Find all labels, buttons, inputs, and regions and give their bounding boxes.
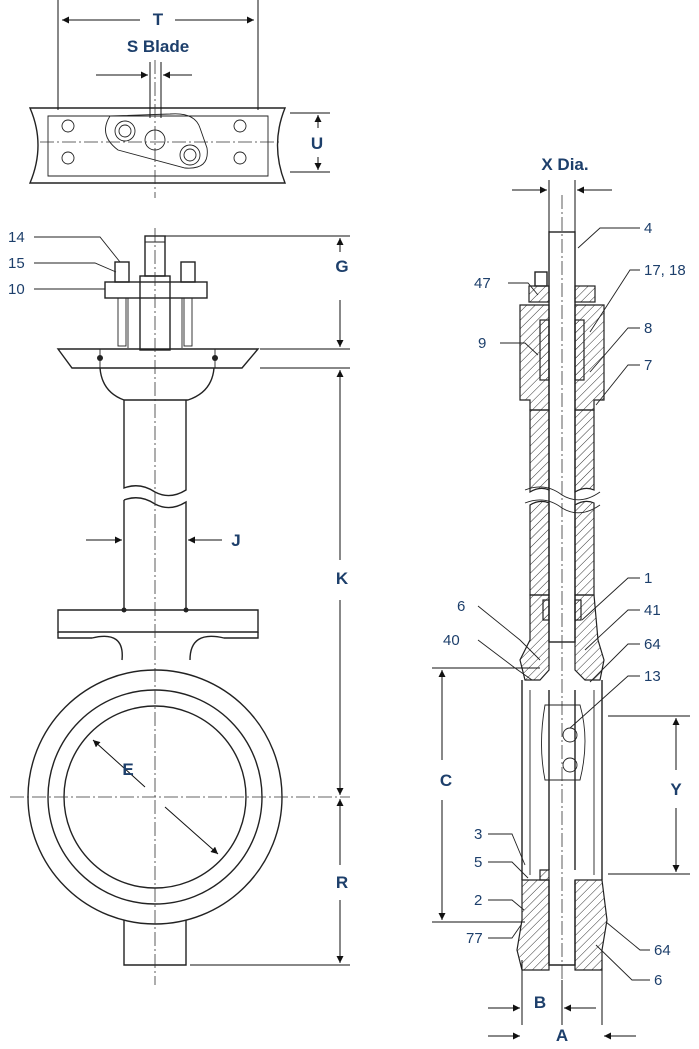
part-5: 5 — [474, 854, 482, 871]
label-A: A — [556, 1026, 568, 1045]
part-15: 15 — [8, 255, 25, 272]
part-64-lower: 64 — [654, 942, 671, 959]
part-6-upper: 6 — [457, 598, 465, 615]
label-Y: Y — [670, 780, 682, 799]
part-13: 13 — [644, 668, 661, 685]
top-view — [28, 0, 330, 198]
part-1: 1 — [644, 570, 652, 587]
part-41: 41 — [644, 602, 661, 619]
part-4: 4 — [644, 220, 652, 237]
part-3: 3 — [474, 826, 482, 843]
label-X-dia: X Dia. — [541, 155, 588, 174]
bolt-holes — [61, 119, 247, 166]
part-6-lower: 6 — [654, 972, 662, 989]
label-E: E — [122, 760, 133, 779]
part-77: 77 — [466, 930, 483, 947]
side-section-view — [432, 180, 690, 1040]
part-number-labels: 14 15 10 4 47 17, 18 9 8 7 1 6 41 40 64 … — [8, 220, 686, 989]
label-K: K — [336, 569, 349, 588]
part-9: 9 — [478, 335, 486, 352]
part-2: 2 — [474, 892, 482, 909]
part-47: 47 — [474, 275, 491, 292]
label-B: B — [534, 993, 546, 1012]
part-8: 8 — [644, 320, 652, 337]
part-40: 40 — [443, 632, 460, 649]
label-R: R — [336, 873, 348, 892]
label-G: G — [335, 257, 348, 276]
part-64-upper: 64 — [644, 636, 661, 653]
part-17-18: 17, 18 — [644, 262, 686, 279]
label-S-blade: S Blade — [127, 37, 189, 56]
label-C: C — [440, 771, 452, 790]
dimension-labels: T S Blade U X Dia. G J K E R C Y B A — [122, 10, 682, 1045]
part-7: 7 — [644, 357, 652, 374]
part-10: 10 — [8, 281, 25, 298]
label-T: T — [153, 10, 164, 29]
label-U: U — [311, 134, 323, 153]
part-14: 14 — [8, 229, 25, 246]
front-view — [10, 228, 350, 985]
label-J: J — [231, 531, 240, 550]
